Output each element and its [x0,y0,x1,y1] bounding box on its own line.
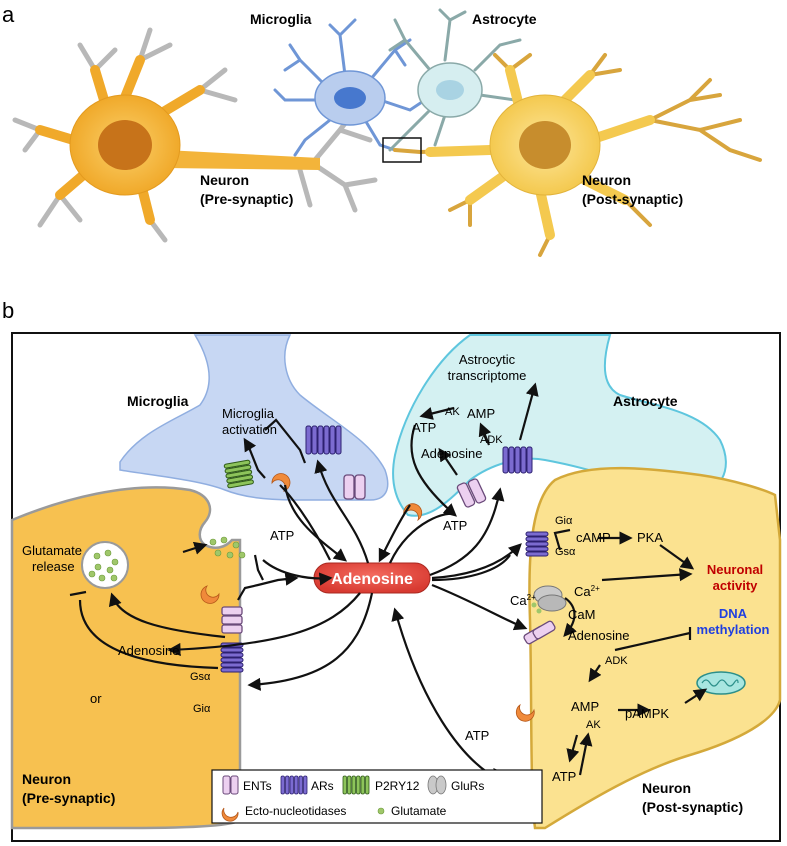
ar-microglia [305,425,342,455]
panel-b-astrocyte-label: Astrocyte [613,393,678,409]
glutamate-release-1: Glutamate [22,543,82,558]
atp-bottom: ATP [465,728,489,743]
post-ak: AK [586,719,601,731]
panel-a-astrocyte [388,8,522,152]
astro-transcriptome-2: transcriptome [448,368,527,383]
panel-a-pre-neuron [12,27,378,243]
legend-ecto-icon [221,807,239,822]
astro-transcriptome-1: Astrocytic [459,352,516,367]
panel-a-post-neuron [393,53,762,257]
legend-glutamate-icon [377,807,385,815]
post-atp: ATP [552,769,576,784]
astro-adenosine: Adenosine [421,446,482,461]
astro-ak: AK [445,406,460,418]
panel-a-pre-neuron-label-2: (Pre-synaptic) [200,191,293,207]
panel-a-microglia [273,18,427,157]
post-adk: ADK [605,655,628,667]
legend-p2ry12: P2RY12 [375,779,420,793]
ar-post [525,531,549,557]
ent-microglia [343,474,366,500]
atp-mid-right: ATP [443,518,467,533]
panel-a-microglia-label: Microglia [250,11,312,27]
pathway-arrows [69,382,708,801]
astro-adk: ADK [480,434,503,446]
adenosine-receptors [220,425,549,673]
post-adenosine: Adenosine [568,628,629,643]
pre-adenosine: Adenosine [118,643,179,658]
ent-astrocyte [456,478,487,508]
neuronal-activity-2: activity [713,578,759,593]
ca-out: Ca2+ [574,584,600,599]
panel-a-astrocyte-label: Astrocyte [472,11,537,27]
microglia-activation-1: Microglia [222,406,275,421]
cam: CaM [568,607,595,622]
legend-glutamate: Glutamate [391,804,447,818]
glutamate-receptor [531,585,567,614]
panel-b-pre-neuron-label-2: (Pre-synaptic) [22,790,115,806]
synapse-zoom-box [382,137,422,163]
post-gi-alpha: Giα [555,515,573,527]
ar-pre [220,642,244,673]
ent-post [523,620,556,645]
panel-b-pre-neuron-body [10,486,242,830]
or-label: or [90,691,102,706]
panel-a-letter: a [2,2,15,27]
astro-amp: AMP [467,406,495,421]
panel-b-microglia-body [119,334,389,501]
released-glutamate [209,536,246,559]
ent-pre [221,606,243,634]
pre-gs-alpha: Gsα [190,671,211,683]
glutamate-release-2: release [32,559,75,574]
dna-methylation-1: DNA [719,606,748,621]
panel-b-pre-neuron-label-1: Neuron [22,771,71,787]
pre-gi-alpha: Giα [193,703,211,715]
ar-astrocyte [502,446,533,474]
legend-ents-icon [222,775,239,795]
panel-a-post-neuron-label-2: (Post-synaptic) [582,191,683,207]
panel-a-post-neuron-label-1: Neuron [582,172,631,188]
ent-transporters [221,474,556,645]
legend-ecto: Ecto-nucleotidases [245,804,346,818]
neuronal-activity-1: Neuronal [707,562,763,577]
panel-b-microglia-label: Microglia [127,393,189,409]
glutamate-vesicle [81,541,129,589]
adenosine-central-label: Adenosine [331,571,413,588]
legend: ENTs ARs P2RY12 GluRs Ecto-nucleotidases… [211,769,543,824]
panel-a-pre-neuron-label-1: Neuron [200,172,249,188]
pka: PKA [637,530,663,545]
atp-mid-left: ATP [270,528,294,543]
panel-b-letter: b [2,298,14,323]
post-gs-alpha: Gsα [555,546,576,558]
post-amp: AMP [571,699,599,714]
legend-p2ry12-icon [342,775,370,795]
dna-methylation-2: methylation [697,622,770,637]
camp: cAMP [576,530,611,545]
mitochondrion-icon [696,671,746,695]
microglia-activation-2: activation [222,422,277,437]
p2ry12-receptor [223,459,254,489]
legend-ars-icon [280,775,308,795]
legend-glurs-icon [427,775,447,795]
astro-atp: ATP [412,420,436,435]
panel-b-post-neuron-label-2: (Post-synaptic) [642,799,743,815]
ca-in: Ca2+ [510,593,536,608]
legend-ents: ENTs [243,779,272,793]
legend-glurs: GluRs [451,779,484,793]
panel-b-post-neuron-label-1: Neuron [642,780,691,796]
legend-ars: ARs [311,779,334,793]
pampk: pAMPK [625,706,669,721]
